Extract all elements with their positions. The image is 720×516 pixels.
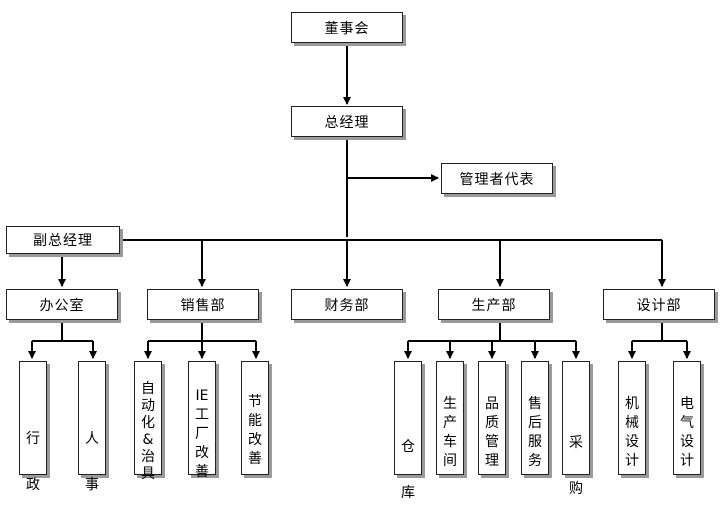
unit-workshop-box: 生 产 车 间: [436, 361, 464, 475]
unit-energy-label: 节 能 改 善: [248, 394, 262, 467]
unit-quality-label: 品 质 管 理: [485, 396, 499, 469]
dept-office-box: 办公室: [6, 289, 118, 320]
unit-after-sales-label: 售 后 服 务: [528, 396, 542, 469]
unit-ie-box: IE 工 厂 改 善: [188, 361, 216, 480]
unit-hr-box: 人 事: [78, 361, 106, 493]
unit-ie-label: IE 工 厂 改 善: [195, 388, 209, 480]
unit-mech-design-label: 机 械 设 计: [625, 396, 639, 469]
dept-finance-box: 财务部: [291, 289, 403, 320]
board-box: 董事会: [291, 12, 403, 43]
unit-admin-label: 行 政: [26, 431, 40, 493]
dept-design-label: 设计部: [636, 297, 682, 314]
unit-after-sales-box: 售 后 服 务: [521, 361, 549, 475]
unit-workshop-label: 生 产 车 间: [443, 396, 457, 469]
unit-mech-design-box: 机 械 设 计: [618, 361, 646, 475]
unit-automation-box: 自 动 化 & 治 具: [134, 361, 162, 482]
unit-automation-label: 自 动 化 & 治 具: [141, 381, 155, 482]
dept-production-box: 生产部: [438, 289, 550, 320]
dept-finance-label: 财务部: [324, 297, 370, 314]
unit-warehouse-label: 仓 库: [401, 439, 415, 501]
management-rep-box: 管理者代表: [441, 163, 553, 194]
connector-lines: [28, 43, 691, 359]
dept-sales-label: 销售部: [180, 297, 226, 314]
dept-sales-box: 销售部: [147, 289, 259, 320]
board-label: 董事会: [324, 20, 370, 37]
management-rep-label: 管理者代表: [459, 171, 535, 188]
unit-hr-label: 人 事: [85, 431, 99, 493]
general-manager-box: 总经理: [291, 106, 403, 137]
unit-elec-design-box: 电 气 设 计: [673, 361, 701, 475]
general-manager-label: 总经理: [324, 114, 370, 131]
unit-quality-box: 品 质 管 理: [478, 361, 506, 475]
dept-production-label: 生产部: [471, 297, 517, 314]
dept-design-box: 设计部: [603, 289, 715, 320]
dept-office-label: 办公室: [39, 297, 85, 314]
unit-warehouse-box: 仓 库: [394, 361, 422, 501]
vice-general-manager-label: 副总经理: [33, 233, 93, 249]
unit-elec-design-label: 电 气 设 计: [680, 396, 694, 469]
unit-energy-box: 节 能 改 善: [241, 361, 269, 475]
vice-general-manager-box: 副总经理: [6, 226, 120, 254]
unit-purchasing-label: 采 购: [569, 435, 583, 497]
unit-purchasing-box: 采 购: [562, 361, 590, 497]
unit-admin-box: 行 政: [19, 361, 47, 493]
